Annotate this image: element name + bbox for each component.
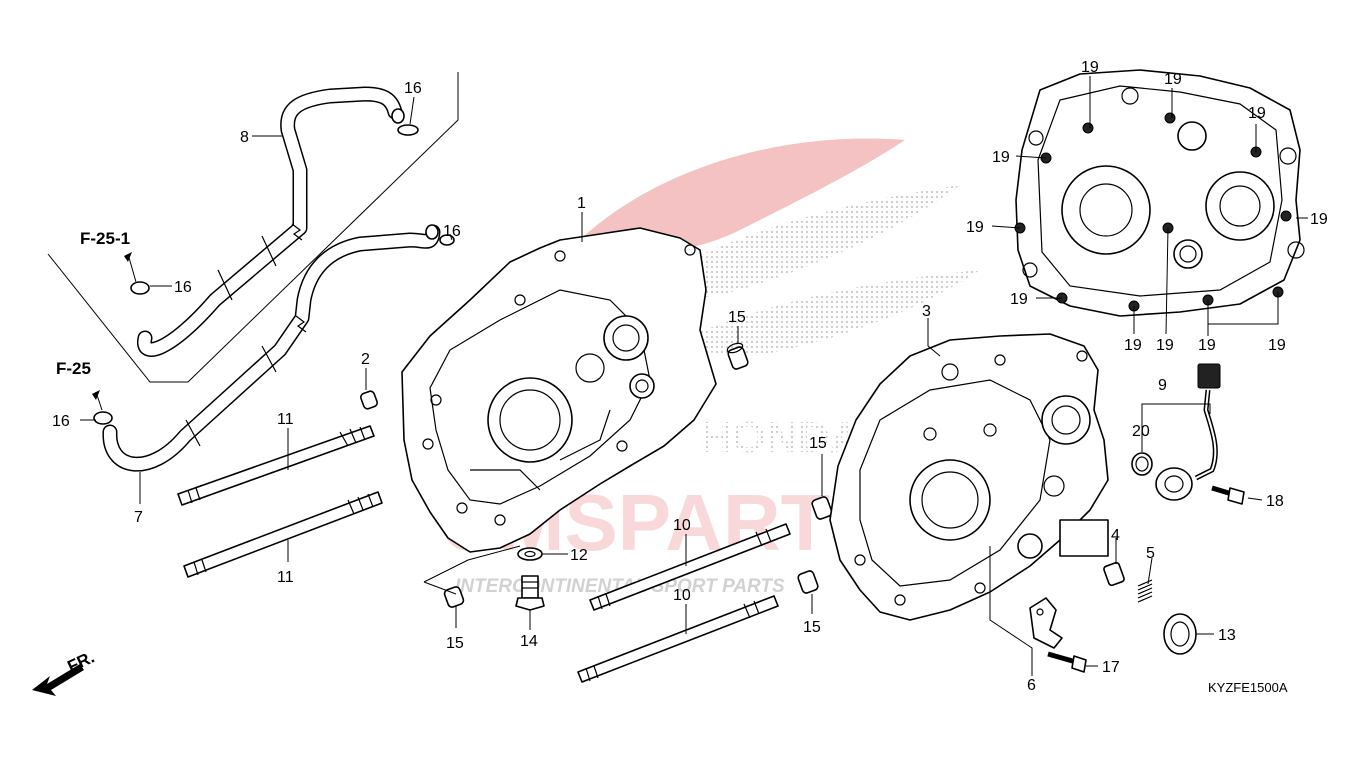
stud-bolt-10-lower — [577, 595, 779, 683]
bolt-17 — [1047, 651, 1087, 673]
stud-bolt-10-upper — [589, 523, 791, 611]
callout-7: 7 — [134, 509, 143, 526]
oil-seal-13 — [1163, 613, 1197, 655]
callout-16-upper: 16 — [443, 223, 461, 240]
dowel-pin-15-mid — [811, 496, 833, 520]
clip-16-left-lower — [93, 411, 113, 425]
o-ring-20 — [1131, 452, 1153, 476]
right-crankcase-3 — [829, 333, 1109, 621]
reference-f25-1: F-25-1 — [80, 229, 130, 248]
callouts: 1 2 3 4 5 6 7 8 9 10 10 11 11 12 13 14 1… — [52, 59, 1328, 694]
callout-10-lower: 10 — [673, 587, 691, 604]
callout-11-lower: 11 — [277, 569, 294, 586]
callout-19-b: 19 — [1164, 71, 1182, 88]
dowel-pin-2 — [360, 390, 378, 410]
breather-tube-8 — [137, 86, 405, 357]
callout-6: 6 — [1027, 677, 1036, 694]
callout-9: 9 — [1158, 377, 1167, 394]
callout-18: 18 — [1266, 493, 1284, 510]
breather-tube-7 — [102, 224, 441, 472]
drain-bolt-14 — [515, 575, 545, 611]
callout-19-f: 19 — [966, 219, 984, 236]
callout-2: 2 — [361, 351, 370, 368]
dowel-pin-15-top — [726, 342, 749, 370]
ref-arrows — [92, 252, 137, 411]
callout-16-top: 16 — [404, 80, 422, 97]
tube-boundary-lines — [47, 72, 459, 383]
callout-5: 5 — [1146, 545, 1155, 562]
bolt-18 — [1211, 485, 1245, 505]
callout-19-g: 19 — [1010, 291, 1028, 308]
leader-lines — [80, 76, 1308, 676]
clip-16-left-upper — [130, 281, 150, 295]
callout-19-a: 19 — [1081, 59, 1099, 76]
callout-17: 17 — [1102, 659, 1120, 676]
callout-10-upper: 10 — [673, 517, 691, 534]
left-crankcase-1 — [401, 227, 717, 553]
clip-16-top — [397, 124, 419, 136]
callout-19-d: 19 — [992, 149, 1010, 166]
setting-plate-6 — [1029, 597, 1063, 649]
callout-19-i: 19 — [1156, 337, 1174, 354]
sealing-washer-12 — [517, 547, 543, 561]
callout-19-k: 19 — [1268, 337, 1286, 354]
callout-20: 20 — [1132, 423, 1150, 440]
callout-8: 8 — [240, 129, 249, 146]
callout-14: 14 — [520, 633, 538, 650]
reference-f25: F-25 — [56, 359, 91, 378]
dowel-pin-15-bottom-right — [797, 570, 819, 594]
callout-19-c: 19 — [1248, 105, 1266, 122]
watermark-brand: HONDA — [700, 413, 861, 462]
callout-12: 12 — [570, 547, 588, 564]
callout-16-left-lower: 16 — [52, 413, 70, 430]
callout-19-e: 19 — [1310, 211, 1328, 228]
callout-1: 1 — [577, 195, 586, 212]
front-direction-arrow: FR. — [32, 648, 97, 696]
pin-4 — [1103, 561, 1125, 587]
callout-15-top: 15 — [728, 309, 746, 326]
stud-bolt-11-upper — [177, 425, 375, 506]
clip-16-upper — [439, 234, 455, 246]
callout-15-bottom-right: 15 — [803, 619, 821, 636]
spring-5 — [1137, 579, 1153, 603]
callout-13: 13 — [1218, 627, 1236, 644]
callout-15-bottom-left: 15 — [446, 635, 464, 652]
stud-bolt-11-lower — [183, 491, 383, 578]
callout-4: 4 — [1111, 527, 1120, 544]
callout-3: 3 — [922, 303, 931, 320]
callout-15-mid: 15 — [809, 435, 827, 452]
callout-19-j: 19 — [1198, 337, 1216, 354]
neutral-switch-9 — [1155, 363, 1221, 501]
callout-16-left-upper: 16 — [174, 279, 192, 296]
callout-11-upper: 11 — [277, 411, 294, 428]
callout-19-h: 19 — [1124, 337, 1142, 354]
diagram-code: KYZFE1500A — [1208, 680, 1288, 695]
